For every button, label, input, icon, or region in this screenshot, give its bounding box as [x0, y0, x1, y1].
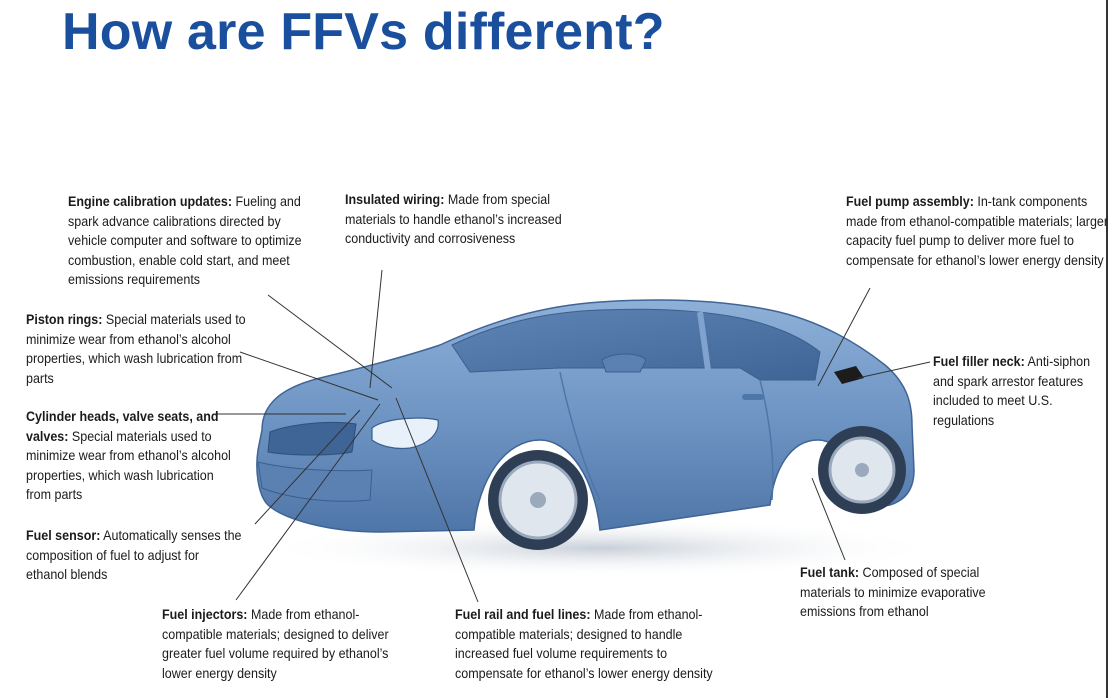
car-illustration [256, 299, 915, 550]
headlight [371, 417, 439, 450]
car-shadow [260, 518, 940, 578]
front-bumper [257, 461, 373, 502]
callout-insulated-wiring: Insulated wiring: Made from special mate… [345, 192, 562, 247]
slide-title: How are FFVs different? [62, 3, 665, 61]
callout-fuel-pump-assembly: Fuel pump assembly: In-tank components m… [846, 194, 1109, 268]
callout-fuel-injectors: Fuel injectors: Made from ethanol-compat… [162, 607, 389, 681]
leader-fuel-tank [811, 477, 846, 561]
leader-fuel-rail [395, 397, 479, 603]
callout-piston-rings: Piston rings: Special materials used to … [26, 312, 246, 386]
leader-insulated-wiring [369, 269, 383, 389]
callout-fuel-sensor: Fuel sensor: Automatically senses the co… [26, 528, 242, 583]
door-handle [742, 394, 764, 400]
callout-fuel-rail: Fuel rail and fuel lines: Made from etha… [455, 607, 713, 681]
front-wheel [488, 450, 588, 550]
leader-fuel-injectors [235, 403, 381, 601]
side-mirror [601, 353, 647, 373]
fuel-filler-door [834, 366, 864, 384]
leader-fuel-pump [817, 287, 871, 387]
car-windows [451, 308, 821, 381]
callout-cylinder-heads: Cylinder heads, valve seats, and valves:… [26, 409, 231, 503]
grille [267, 421, 357, 456]
leader-engine-calibration [267, 294, 393, 389]
rear-wheel [818, 426, 906, 514]
door-seam [559, 371, 774, 501]
leader-piston-rings [239, 351, 379, 401]
leader-lines [214, 269, 931, 603]
leader-fuel-sensor [254, 409, 361, 525]
window-pillar [697, 311, 711, 371]
leader-fuel-filler-neck [857, 361, 931, 379]
callout-engine-calibration: Engine calibration updates: Fueling and … [68, 194, 302, 288]
callout-fuel-tank: Fuel tank: Composed of special materials… [800, 565, 986, 620]
callout-fuel-filler-neck: Fuel filler neck: Anti-siphon and spark … [933, 354, 1091, 428]
